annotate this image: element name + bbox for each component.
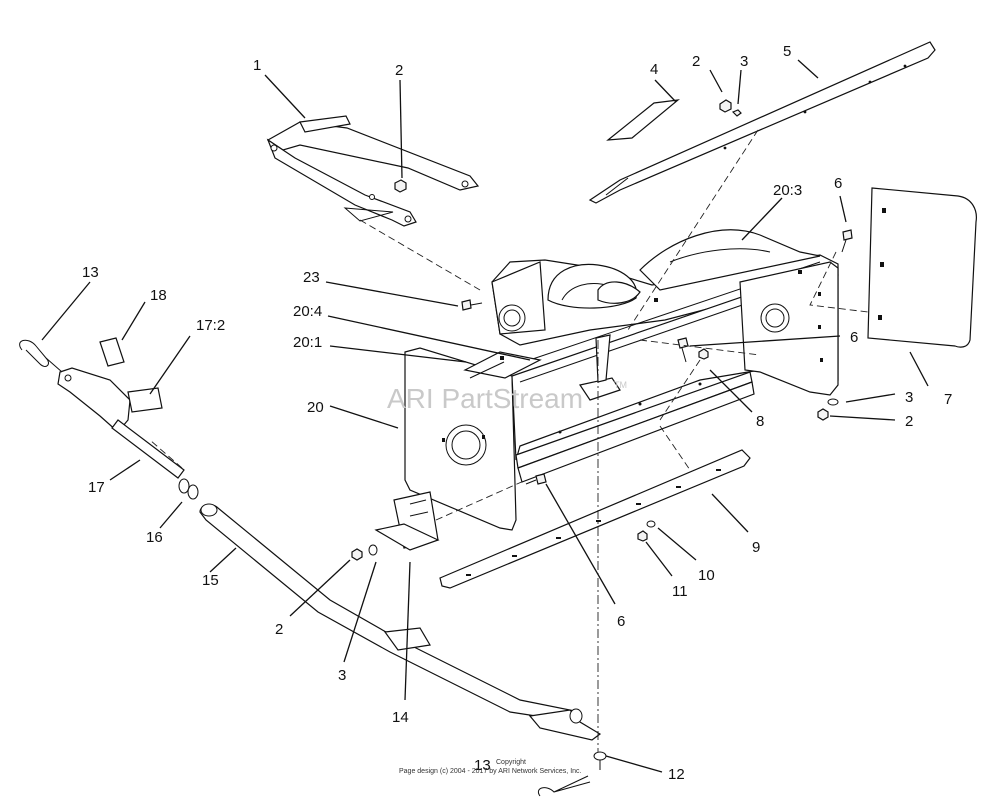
callout-3: 3	[338, 667, 346, 684]
callout-10: 10	[698, 567, 715, 584]
callout-20-1: 20:1	[293, 334, 322, 351]
callout-20-4: 20:4	[293, 303, 322, 320]
callout-4: 4	[650, 61, 658, 78]
callout-11: 11	[672, 583, 688, 600]
callout-18: 18	[150, 287, 167, 304]
part-1-hitch-frame	[266, 115, 480, 227]
part-2-nut-top	[394, 179, 407, 193]
part-20-housing	[404, 229, 839, 531]
callout-2: 2	[275, 621, 283, 638]
part-14-skid-shoe	[374, 491, 440, 551]
copyright-text: Page design (c) 2004 - 2017 by ARI Netwo…	[399, 768, 582, 775]
callout-13: 13	[82, 264, 99, 281]
part-16-washers	[178, 478, 199, 500]
watermark-tm: TM	[614, 380, 627, 390]
copyright-label: Copyright	[496, 759, 526, 766]
callout-5: 5	[783, 43, 791, 60]
assembly-lines	[149, 129, 869, 752]
callout-13: 13	[474, 757, 491, 774]
callout-9: 9	[752, 539, 760, 556]
callout-7: 7	[944, 391, 952, 408]
callout-2: 2	[395, 62, 403, 79]
callout-23: 23	[303, 269, 320, 286]
callout-1: 1	[253, 57, 261, 74]
callout-2: 2	[905, 413, 913, 430]
part-7-deflector	[867, 187, 977, 348]
part-13-hairpin-top	[19, 339, 63, 373]
leader-lines	[41, 59, 929, 773]
part-4-plate	[606, 99, 680, 141]
callout-labels: 1 2 4 2 3 5 20:3 6 23 20:4 20:1 20 13 18…	[82, 43, 952, 783]
callout-6: 6	[834, 175, 842, 192]
callout-8: 8	[756, 413, 764, 430]
callout-6: 6	[617, 613, 625, 630]
part-12-pin	[593, 751, 607, 770]
callout-14: 14	[392, 709, 409, 726]
callout-3: 3	[740, 53, 748, 70]
callout-6: 6	[850, 329, 858, 346]
callout-17-2: 17:2	[196, 317, 225, 334]
part-5-blade	[588, 41, 936, 204]
part-13-hairpin-bottom	[538, 775, 591, 797]
callout-3: 3	[905, 389, 913, 406]
callout-16: 16	[146, 529, 163, 546]
part-9-cutting-edge	[439, 449, 751, 589]
callout-12: 12	[668, 766, 685, 783]
callout-20: 20	[307, 399, 324, 416]
part-17-lever	[57, 337, 185, 479]
callout-2: 2	[692, 53, 700, 70]
watermark-text: ARI PartStream	[387, 383, 583, 414]
callout-20-3: 20:3	[773, 182, 802, 199]
hardware-bolts	[351, 229, 853, 561]
callout-15: 15	[202, 572, 219, 589]
callout-17: 17	[88, 479, 105, 496]
